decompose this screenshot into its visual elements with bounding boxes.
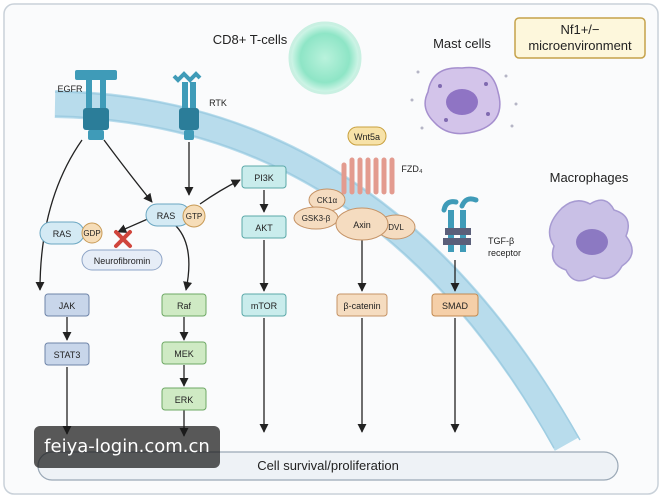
gsk3b-text: GSK3-β bbox=[302, 214, 331, 223]
outcome-label: Cell survival/proliferation bbox=[257, 458, 399, 473]
gtp-text: GTP bbox=[186, 212, 202, 221]
smad-node bbox=[431, 293, 479, 317]
arrow-ras-gdp bbox=[117, 217, 151, 233]
mtor-node bbox=[241, 293, 287, 317]
t-cell-icon bbox=[288, 21, 362, 95]
gdp-node bbox=[81, 222, 103, 244]
akt-text: AKT bbox=[255, 223, 273, 233]
smad-text: SMAD bbox=[442, 301, 469, 311]
ras-left-text: RAS bbox=[53, 229, 72, 239]
gtp-node bbox=[182, 204, 206, 228]
cd8-label: CD8+ T-cells bbox=[213, 32, 288, 47]
tgfb-receptor-label: receptor bbox=[488, 248, 521, 258]
erk-text: ERK bbox=[175, 395, 194, 405]
pi3k-node bbox=[241, 165, 287, 189]
mek-node bbox=[161, 341, 207, 365]
arrow-ras-raf bbox=[175, 225, 193, 291]
watermark-overlay: feiya-login.com.cn bbox=[34, 426, 220, 468]
mast-cell-icon bbox=[410, 66, 518, 135]
arrow-ras-pi3k bbox=[199, 179, 241, 205]
egfr-receptor-icon bbox=[75, 70, 117, 140]
mek-text: MEK bbox=[174, 349, 194, 359]
fzd-receptor-icon bbox=[341, 157, 395, 195]
rtk-label: RTK bbox=[209, 98, 227, 108]
fzd-label: FZD₄ bbox=[401, 164, 422, 174]
raf-text: Raf bbox=[177, 301, 192, 311]
macrophage-icon bbox=[548, 199, 633, 282]
mast-cells-label: Mast cells bbox=[433, 36, 491, 51]
ck1a-text: CK1α bbox=[317, 196, 338, 205]
bcatenin-text: β-catenin bbox=[343, 301, 380, 311]
arrow-egfr-ras bbox=[103, 139, 153, 203]
wnt5a-text: Wnt5a bbox=[354, 132, 380, 142]
jak-text: JAK bbox=[59, 301, 76, 311]
gdp-text: GDP bbox=[83, 229, 100, 238]
inhibition-x-icon bbox=[114, 230, 132, 248]
jak-node bbox=[44, 293, 90, 317]
akt-node bbox=[241, 215, 287, 239]
nf1-microenvironment-box bbox=[514, 17, 646, 59]
axin-node bbox=[335, 207, 389, 241]
nf1-label: Nf1+/− bbox=[560, 22, 599, 37]
egfr-label: EGFR bbox=[57, 84, 83, 94]
wnt5a-node bbox=[347, 126, 387, 146]
stat3-text: STAT3 bbox=[54, 350, 81, 360]
raf-node bbox=[161, 293, 207, 317]
tgfb-receptor-icon bbox=[441, 196, 479, 252]
mtor-text: mTOR bbox=[251, 301, 278, 311]
bcatenin-node bbox=[336, 293, 388, 317]
tgfb-label: TGF-β bbox=[488, 236, 514, 246]
microenvironment-label: microenvironment bbox=[528, 38, 632, 53]
stat3-node bbox=[44, 342, 90, 366]
axin-text: Axin bbox=[353, 220, 371, 230]
neurofibromin-node bbox=[81, 249, 163, 271]
arrow-egfr-jak bbox=[35, 139, 83, 291]
rtk-receptor-icon bbox=[172, 71, 202, 140]
ras-mid-text: RAS bbox=[157, 211, 176, 221]
neurofibromin-text: Neurofibromin bbox=[94, 256, 151, 266]
pi3k-text: PI3K bbox=[254, 173, 274, 183]
dvl-text: DVL bbox=[388, 223, 404, 232]
erk-node bbox=[161, 387, 207, 411]
macrophages-label: Macrophages bbox=[550, 170, 629, 185]
